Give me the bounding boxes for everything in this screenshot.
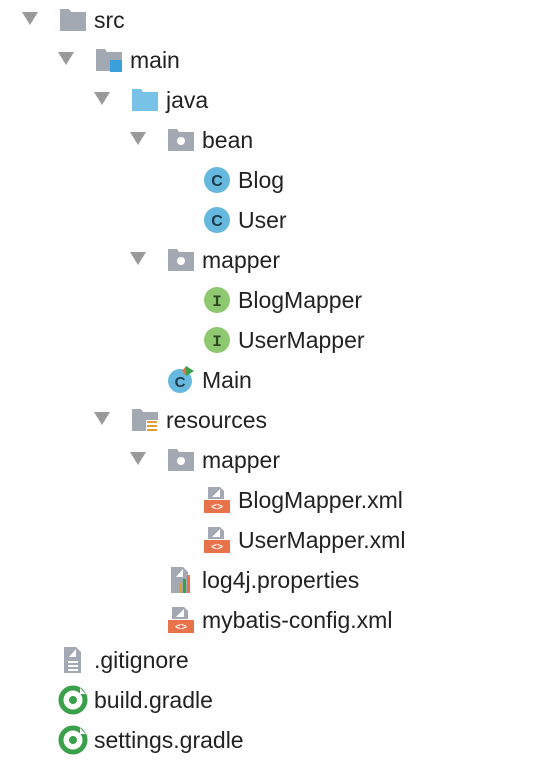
chevron-down-icon[interactable]	[22, 12, 38, 25]
tree-row-label: UserMapper	[238, 327, 365, 353]
interface-icon: I	[202, 285, 232, 315]
tree-row-label: build.gradle	[94, 687, 213, 713]
tree-row-java[interactable]: java	[0, 80, 538, 120]
tree-row-usermapper[interactable]: I UserMapper	[0, 320, 538, 360]
source-root-folder-icon	[94, 45, 124, 75]
tree-row-resources-mapper[interactable]: mapper	[0, 440, 538, 480]
chevron-down-icon[interactable]	[130, 252, 146, 265]
tree-row-label: bean	[202, 127, 254, 153]
tree-row-main[interactable]: main	[0, 40, 538, 80]
chevron-down-icon[interactable]	[130, 132, 146, 145]
chevron-down-icon[interactable]	[94, 92, 110, 105]
tree-row-mapper[interactable]: mapper	[0, 240, 538, 280]
tree-row-main-class[interactable]: C Main	[0, 360, 538, 400]
xml-file-icon: <>	[202, 525, 232, 555]
tree-row-usermapper-xml[interactable]: <> UserMapper.xml	[0, 520, 538, 560]
interface-icon: I	[202, 325, 232, 355]
tree-row-label: log4j.properties	[202, 567, 360, 593]
tree-row-label: resources	[166, 407, 267, 433]
tree-row-label: src	[94, 7, 125, 33]
tree-row-resources[interactable]: resources	[0, 400, 538, 440]
chevron-down-icon[interactable]	[94, 412, 110, 425]
tree-row-label: mybatis-config.xml	[202, 607, 393, 633]
package-icon	[166, 445, 196, 475]
svg-text:<>: <>	[211, 503, 223, 514]
tree-row-label: mapper	[202, 247, 280, 273]
tree-row-label: Blog	[238, 167, 285, 193]
tree-row-mybatis-config-xml[interactable]: <> mybatis-config.xml	[0, 600, 538, 640]
tree-row-settings-gradle[interactable]: settings.gradle	[0, 720, 538, 760]
package-icon	[166, 245, 196, 275]
java-sources-folder-icon	[130, 85, 160, 115]
tree-row-build-gradle[interactable]: build.gradle	[0, 680, 538, 720]
tree-row-label: Main	[202, 367, 252, 393]
gradle-file-icon	[58, 685, 88, 715]
tree-row-blog[interactable]: C Blog	[0, 160, 538, 200]
tree-row-label: UserMapper.xml	[238, 527, 406, 553]
svg-text:<>: <>	[175, 623, 187, 634]
svg-text:C: C	[175, 374, 186, 391]
svg-text:I: I	[212, 293, 222, 311]
tree-row-gitignore[interactable]: .gitignore	[0, 640, 538, 680]
properties-file-icon	[166, 565, 196, 595]
main-class-icon: C	[166, 365, 196, 395]
package-icon	[166, 125, 196, 155]
svg-text:C: C	[211, 213, 223, 230]
chevron-down-icon[interactable]	[58, 52, 74, 65]
tree-row-user[interactable]: C User	[0, 200, 538, 240]
folder-icon	[58, 5, 88, 35]
tree-row-blogmapper[interactable]: I BlogMapper	[0, 280, 538, 320]
tree-row-label: BlogMapper.xml	[238, 487, 403, 513]
class-icon: C	[202, 165, 232, 195]
gradle-file-icon	[58, 725, 88, 755]
svg-text:<>: <>	[211, 543, 223, 554]
tree-row-blogmapper-xml[interactable]: <> BlogMapper.xml	[0, 480, 538, 520]
xml-file-icon: <>	[166, 605, 196, 635]
xml-file-icon: <>	[202, 485, 232, 515]
tree-row-log4j-properties[interactable]: log4j.properties	[0, 560, 538, 600]
svg-text:I: I	[212, 333, 222, 351]
text-file-icon	[58, 645, 88, 675]
tree-row-label: java	[166, 87, 209, 113]
tree-row-label: main	[130, 47, 180, 73]
resources-folder-icon	[130, 405, 160, 435]
chevron-down-icon[interactable]	[130, 452, 146, 465]
tree-row-label: User	[238, 207, 287, 233]
svg-text:C: C	[211, 173, 223, 190]
tree-row-label: mapper	[202, 447, 280, 473]
tree-row-label: BlogMapper	[238, 287, 363, 313]
tree-row-bean[interactable]: bean	[0, 120, 538, 160]
tree-row-label: .gitignore	[94, 647, 189, 673]
tree-row-src[interactable]: src	[0, 0, 538, 40]
tree-row-label: settings.gradle	[94, 727, 244, 753]
class-icon: C	[202, 205, 232, 235]
